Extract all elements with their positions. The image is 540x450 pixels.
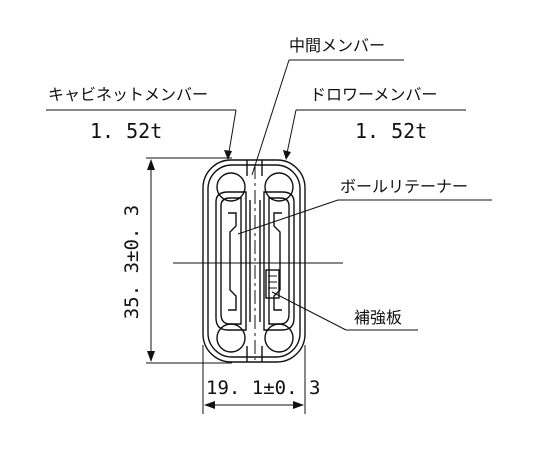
leader-arrowheads bbox=[224, 150, 291, 160]
label-reinforcement-plate: 補強板 bbox=[354, 308, 402, 327]
label-drawer-member: ドロワーメンバー bbox=[310, 85, 437, 104]
ball-top-right bbox=[264, 172, 294, 202]
thickness-cabinet-member: 1. 52t bbox=[90, 119, 162, 143]
intermediate-member-profile bbox=[215, 191, 295, 331]
label-intermediate-member: 中間メンバー bbox=[289, 36, 385, 55]
label-cabinet-member: キャビネットメンバー bbox=[48, 85, 208, 104]
center-lines bbox=[173, 165, 343, 360]
height-dimension: 35. 3±0. 3 bbox=[121, 157, 232, 364]
cabinet-member-profile bbox=[202, 159, 306, 363]
height-dimension-text: 35. 3±0. 3 bbox=[121, 205, 143, 319]
leader-lines bbox=[46, 59, 492, 331]
width-dimension-text: 19. 1±0. 3 bbox=[206, 377, 320, 399]
ball-retainer-profile bbox=[228, 200, 282, 322]
thickness-drawer-member: 1. 52t bbox=[355, 119, 427, 143]
ball-top-left bbox=[216, 172, 246, 202]
width-dimension: 19. 1±0. 3 bbox=[202, 345, 320, 414]
label-ball-retainer: ボールリテーナー bbox=[340, 177, 468, 196]
reinforcement-plate-profile bbox=[265, 269, 280, 299]
